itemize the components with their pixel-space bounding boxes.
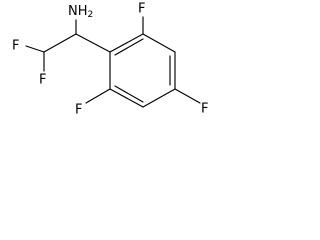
bond-c2-f-top	[25, 45, 45, 53]
bond-c1-ring	[75, 33, 111, 53]
bond-ring-5-6	[109, 88, 144, 108]
double-bond-inner-1	[114, 38, 144, 56]
bond-c1-c2	[43, 33, 77, 53]
atom-label-f-chain-top: F	[12, 39, 19, 54]
atom-label-f-ring-right: F	[201, 102, 208, 117]
bond-ring-2-3	[142, 33, 176, 53]
double-bond-inner-3	[114, 85, 144, 103]
atom-label-f-ring-bottom: F	[75, 103, 82, 118]
bond-ring-f-right	[174, 88, 201, 104]
atom-label-f-ring-top: F	[138, 2, 145, 17]
bond-ring-f-bottom	[85, 88, 111, 104]
atom-label-amine-subscript: 2	[88, 10, 94, 20]
atom-label-amine-main: NH	[68, 4, 88, 19]
atom-label-f-chain-bottom: F	[39, 73, 46, 88]
bond-ring-1-2	[109, 33, 144, 53]
bond-ring-4-5	[142, 88, 176, 108]
molecule-structure: NH2 F F F F F	[12, 2, 208, 118]
atom-label-amine: NH2	[68, 4, 93, 20]
